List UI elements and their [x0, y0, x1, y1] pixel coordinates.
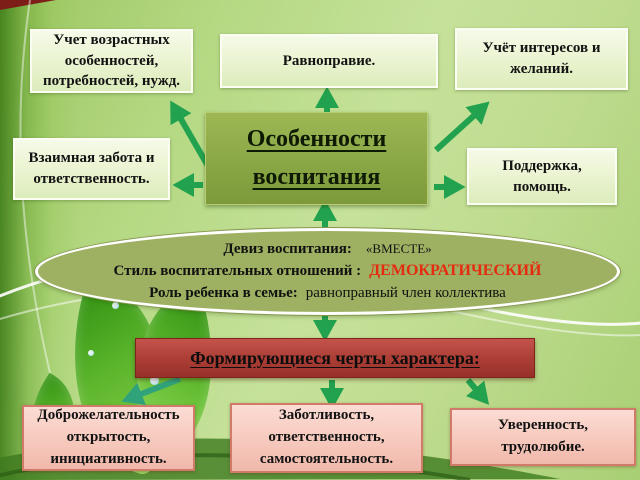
node-interests: Учёт интересов и желаний. [455, 28, 628, 90]
arrow-center-to-top-right [433, 101, 490, 153]
arrow-center-to-top-left [170, 100, 211, 168]
trait-caring: Заботливость, ответственность, самостоят… [230, 403, 423, 473]
corner-maroon-sliver [0, 0, 56, 10]
trait-caring-label: Заботливость, ответственность, самостоят… [259, 407, 394, 467]
trait-kindness: Доброжелательность открытость, инициатив… [22, 405, 195, 471]
style-label: Стиль воспитательных отношений : [113, 263, 362, 280]
role-label: Роль ребенка в семье: [149, 284, 298, 301]
node-interests-label: Учёт интересов и желаний. [482, 40, 601, 77]
motto-line-1: Девиз воспитания: «ВМЕСТЕ» [223, 239, 431, 260]
motto-ellipse: Девиз воспитания: «ВМЕСТЕ» Стиль воспитат… [35, 228, 620, 315]
water-droplet [112, 302, 119, 309]
node-mutual-care: Взаимная забота и ответственность. [13, 138, 170, 200]
central-topic-title: Особенности воспитания [246, 126, 387, 190]
node-age-features: Учет возрастных особенностей, потребност… [30, 29, 193, 93]
style-value: ДЕМОКРАТИЧЕСКИЙ [369, 262, 542, 280]
arrow-traits-to-bottom-right [465, 378, 490, 405]
node-equality-label: Равноправие. [282, 52, 376, 69]
traits-header-label: Формирующиеся черты характера: [190, 347, 480, 368]
node-equality: Равноправие. [220, 34, 438, 88]
trait-kindness-label: Доброжелательность открытость, инициатив… [37, 407, 180, 467]
motto-label: Девиз воспитания: [223, 241, 352, 258]
node-support-label: Поддержка, помощь. [502, 157, 582, 195]
water-droplet [88, 350, 94, 356]
motto-value: «ВМЕСТЕ» [365, 241, 432, 257]
trait-confidence: Уверенность, трудолюбие. [450, 408, 636, 466]
node-mutual-care-label: Взаимная забота и ответственность. [28, 150, 155, 187]
motto-line-3: Роль ребенка в семье: равноправный член к… [149, 283, 506, 304]
motto-line-2: Стиль воспитательных отношений : ДЕМОКРАТ… [114, 260, 542, 282]
node-support: Поддержка, помощь. [467, 148, 617, 205]
traits-header: Формирующиеся черты характера: [135, 338, 535, 378]
central-topic: Особенности воспитания [205, 112, 428, 205]
trait-confidence-label: Уверенность, трудолюбие. [497, 417, 589, 455]
role-value: равноправный член коллектива [305, 284, 506, 301]
node-age-features-label: Учет возрастных особенностей, потребност… [42, 31, 181, 90]
